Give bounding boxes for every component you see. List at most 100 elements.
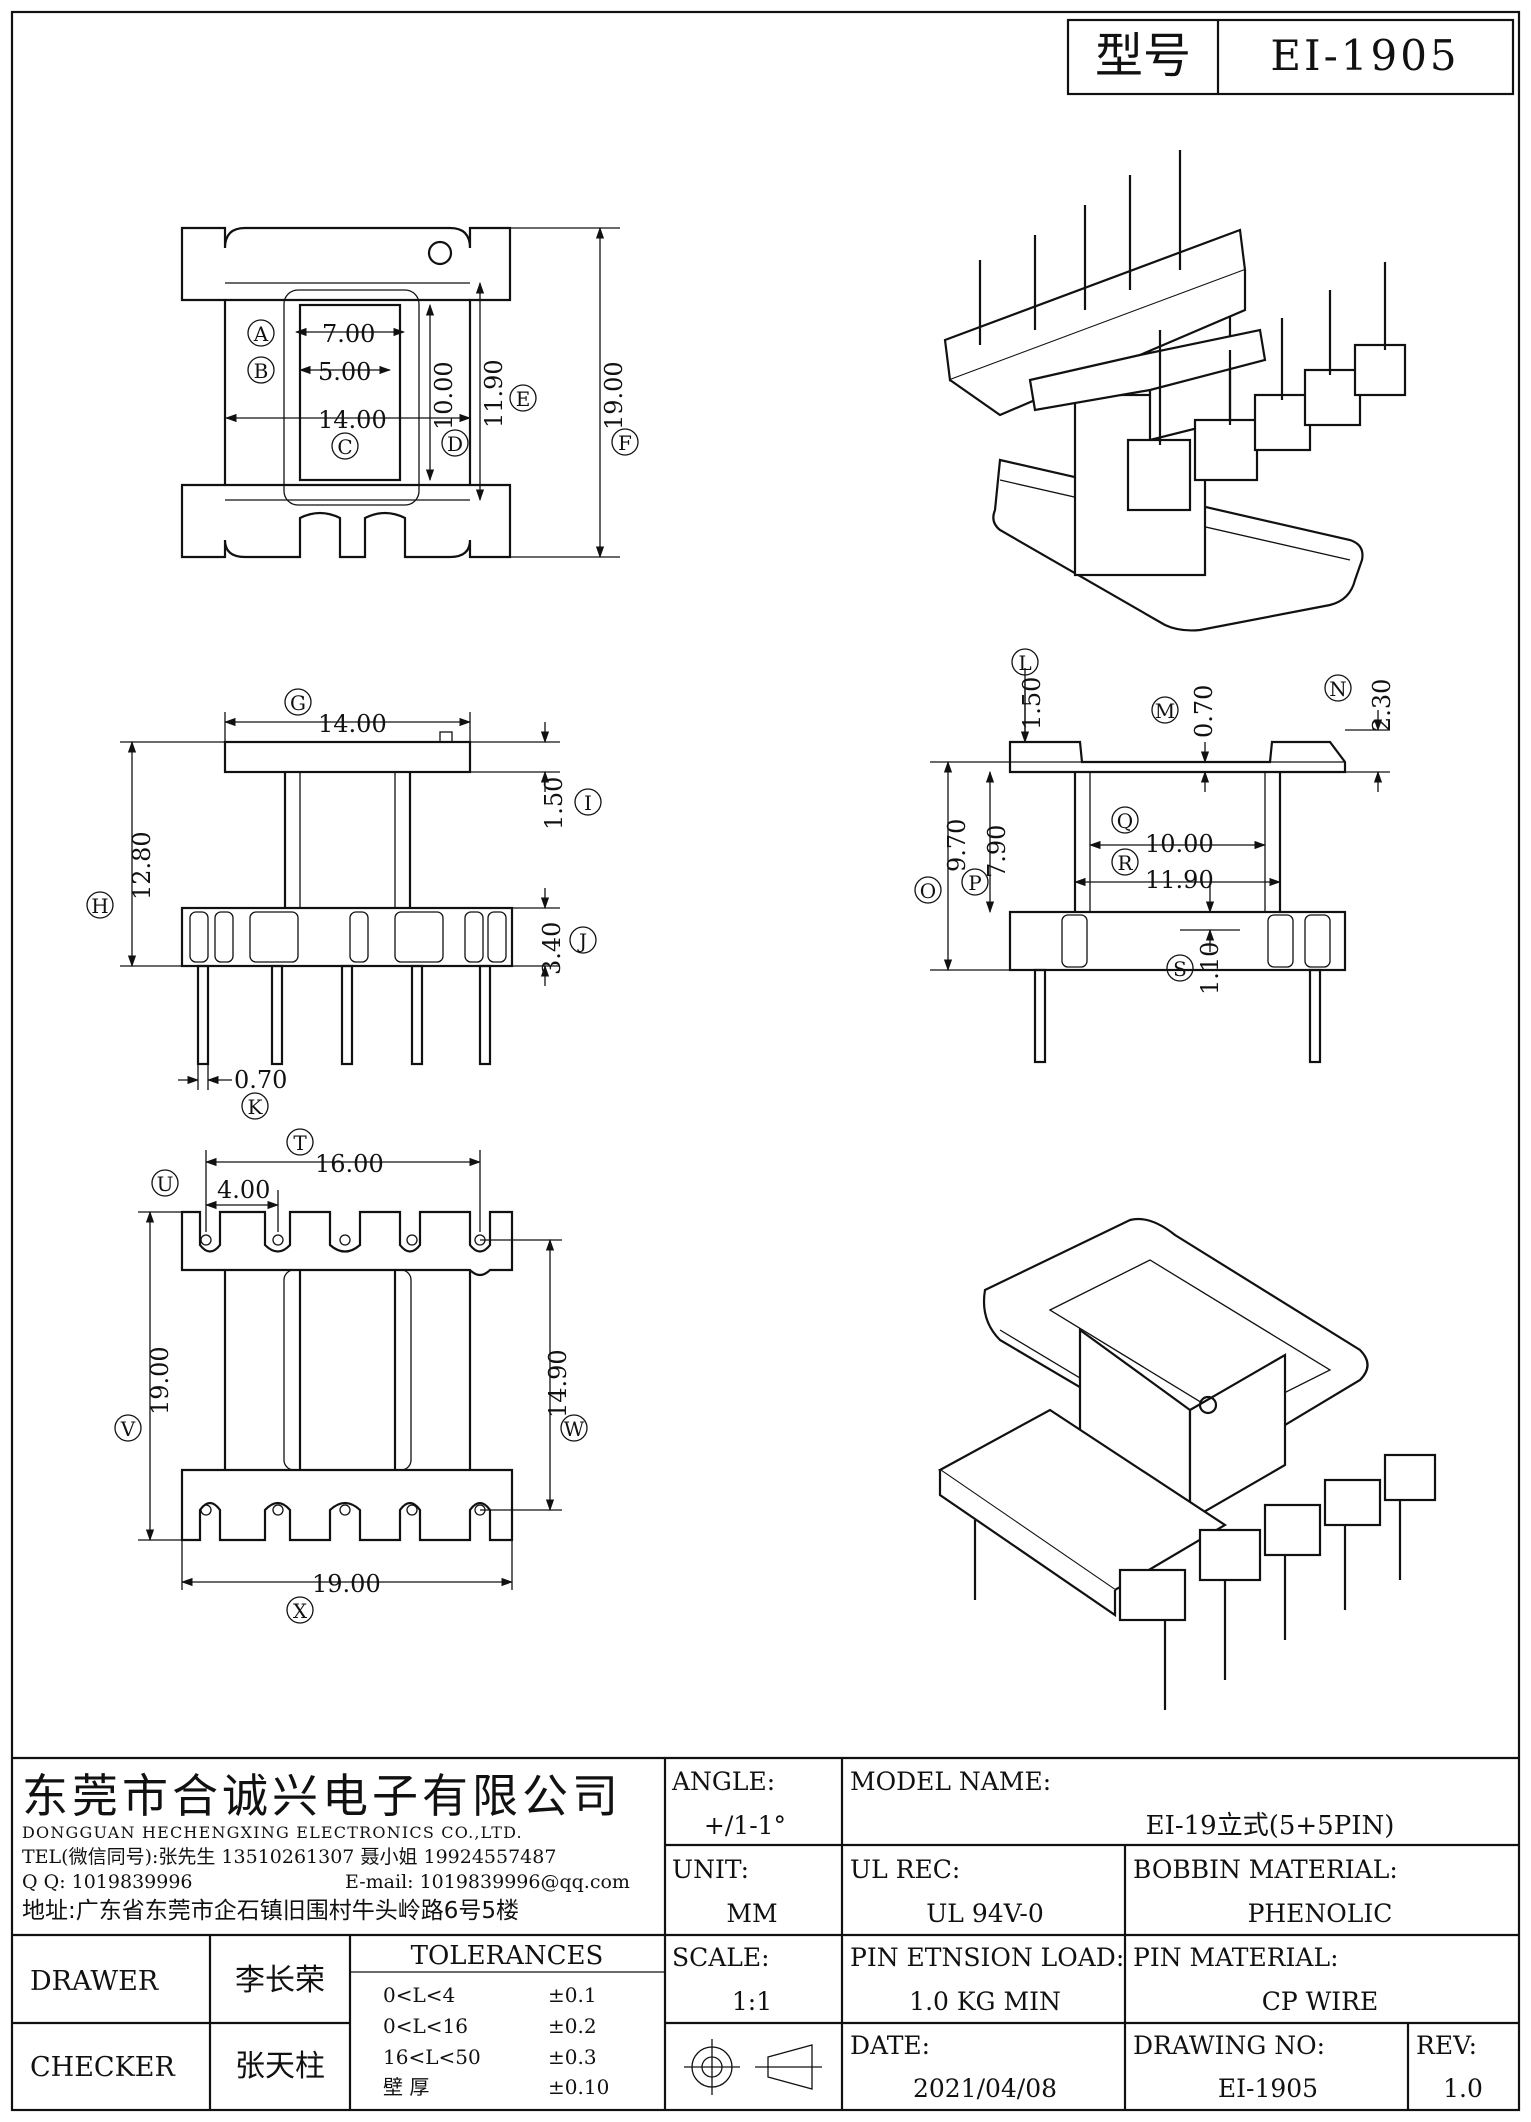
tol-range-1: 0<L<4 bbox=[383, 1983, 455, 2007]
company-name-cn: 东莞市合诚兴电子有限公司 bbox=[22, 1769, 622, 1823]
drawer-label: DRAWER bbox=[30, 1966, 159, 1997]
ref-j: J bbox=[577, 929, 587, 953]
unit-value: MM bbox=[726, 1899, 777, 1928]
tol-range-4: 壁 厚 bbox=[383, 2075, 429, 2099]
ref-c: C bbox=[337, 435, 352, 459]
ref-g: G bbox=[290, 691, 306, 715]
ref-q: Q bbox=[1117, 809, 1133, 833]
dim-u-value: 4.00 bbox=[217, 1176, 270, 1204]
top-view: 7.00 5.00 14.00 10.00 11.90 19.00 A B C … bbox=[180, 226, 639, 559]
front-view: 14.00 G 12.80 H 1.50 I 3.40 J 0.70 K bbox=[86, 688, 602, 1120]
ref-n: N bbox=[1329, 677, 1347, 701]
iso-view-pins-up bbox=[943, 150, 1407, 632]
tol-value-1: ±0.1 bbox=[548, 1983, 597, 2007]
dim-v-value: 19.00 bbox=[146, 1346, 174, 1415]
pin-material-label: PIN MATERIAL: bbox=[1133, 1943, 1339, 1972]
tol-range-3: 16<L<50 bbox=[383, 2045, 481, 2069]
dim-e-value: 11.90 bbox=[480, 359, 508, 428]
company-address: 地址:广东省东莞市企石镇旧围村牛头岭路6号5楼 bbox=[22, 1898, 519, 1924]
ref-t: T bbox=[293, 1131, 307, 1155]
model-value: EI-1905 bbox=[1270, 31, 1459, 80]
dim-a-value: 7.00 bbox=[322, 320, 375, 348]
dim-n-value: 2.30 bbox=[1368, 679, 1396, 732]
model-box: 型号 EI-1905 bbox=[1066, 18, 1515, 96]
ref-p: P bbox=[968, 871, 981, 895]
dim-g-value: 14.00 bbox=[318, 710, 387, 738]
dim-f-value: 19.00 bbox=[600, 361, 628, 430]
side-view: 1.50 L 0.70 M 2.30 N 9.70 O 7.90 P 10.00… bbox=[914, 648, 1396, 1064]
dim-x-value: 19.00 bbox=[312, 1570, 381, 1598]
scale-value: 1:1 bbox=[732, 1987, 772, 2016]
angle-value: +/1-1° bbox=[704, 1811, 786, 1840]
ref-d: D bbox=[447, 432, 463, 456]
ref-m: M bbox=[1155, 699, 1175, 723]
ref-w: W bbox=[564, 1417, 585, 1441]
projection-symbol-icon bbox=[684, 2039, 822, 2095]
model-name-value: EI-19立式(5+5PIN) bbox=[1146, 1811, 1395, 1841]
dim-o-value: 9.70 bbox=[943, 819, 971, 872]
ref-k: K bbox=[248, 1095, 264, 1119]
rev-label: REV: bbox=[1416, 2031, 1477, 2060]
scale-label: SCALE: bbox=[672, 1943, 770, 1972]
tol-value-2: ±0.2 bbox=[548, 2014, 597, 2038]
ul-rec-label: UL REC: bbox=[850, 1855, 960, 1884]
unit-label: UNIT: bbox=[672, 1855, 749, 1884]
ref-h: H bbox=[91, 894, 108, 918]
ref-e: E bbox=[516, 387, 531, 411]
ref-i: I bbox=[584, 791, 592, 815]
ref-o: O bbox=[920, 879, 936, 903]
ref-r: R bbox=[1117, 851, 1133, 875]
outer-frame bbox=[10, 10, 1521, 2112]
ref-l: L bbox=[1018, 651, 1031, 675]
iso-view-flange-up bbox=[937, 1217, 1437, 1710]
dim-q-value: 10.00 bbox=[1145, 830, 1214, 858]
checker-value: 张天柱 bbox=[235, 2049, 325, 2084]
dim-c-value: 14.00 bbox=[318, 406, 387, 434]
rev-value: 1.0 bbox=[1443, 2074, 1483, 2103]
ref-u: U bbox=[157, 1172, 174, 1196]
company-tel: TEL(微信同号):张先生 13510261307 聂小姐 1992455748… bbox=[22, 1846, 556, 1868]
ul-rec-value: UL 94V-0 bbox=[926, 1899, 1044, 1928]
dim-p-value: 7.90 bbox=[983, 825, 1011, 878]
dim-i-value: 1.50 bbox=[540, 777, 568, 830]
drawer-value: 李长荣 bbox=[235, 1963, 325, 1998]
ref-v: V bbox=[120, 1417, 136, 1441]
drawing-no-value: EI-1905 bbox=[1218, 2074, 1318, 2103]
bobbin-material-label: BOBBIN MATERIAL: bbox=[1133, 1855, 1398, 1884]
company-qq: Q Q: 1019839996 bbox=[22, 1871, 193, 1893]
company-email: E-mail: 1019839996@qq.com bbox=[345, 1871, 630, 1893]
ref-b: B bbox=[254, 359, 269, 383]
company-name-en: DONGGUAN HECHENGXING ELECTRONICS CO.,LTD… bbox=[22, 1823, 523, 1842]
dim-t-value: 16.00 bbox=[315, 1150, 384, 1178]
dim-m-value: 0.70 bbox=[1190, 685, 1218, 738]
dim-w-value: 14.90 bbox=[544, 1349, 572, 1418]
tol-range-2: 0<L<16 bbox=[383, 2014, 468, 2038]
checker-label: CHECKER bbox=[30, 2052, 175, 2083]
title-block: 东莞市合诚兴电子有限公司 DONGGUAN HECHENGXING ELECTR… bbox=[12, 1756, 1519, 2110]
pin-load-label: PIN ETNSION LOAD: bbox=[850, 1943, 1124, 1972]
dim-j-value: 3.40 bbox=[538, 922, 566, 975]
bottom-view: 16.00 T 4.00 U 19.00 V 14.90 W 19.00 X bbox=[114, 1128, 588, 1624]
dim-b-value: 5.00 bbox=[318, 358, 371, 386]
tol-value-3: ±0.3 bbox=[548, 2045, 597, 2069]
date-label: DATE: bbox=[850, 2031, 930, 2060]
tol-value-4: ±0.10 bbox=[548, 2075, 609, 2099]
ref-s: S bbox=[1173, 957, 1187, 981]
pin-load-value: 1.0 KG MIN bbox=[909, 1987, 1061, 2016]
drawing-no-label: DRAWING NO: bbox=[1133, 2031, 1325, 2060]
dim-s-value: 1.10 bbox=[1196, 942, 1224, 995]
bobbin-material-value: PHENOLIC bbox=[1248, 1899, 1393, 1928]
dim-l-value: 1.50 bbox=[1018, 677, 1046, 730]
tolerances-label: TOLERANCES bbox=[411, 1941, 604, 1971]
angle-label: ANGLE: bbox=[671, 1767, 775, 1796]
pin-material-value: CP WIRE bbox=[1262, 1987, 1379, 2016]
dim-h-value: 12.80 bbox=[128, 831, 156, 900]
ref-a: A bbox=[253, 322, 269, 346]
date-value: 2021/04/08 bbox=[913, 2074, 1057, 2103]
dim-r-value: 11.90 bbox=[1145, 866, 1214, 894]
ref-x: X bbox=[293, 1599, 308, 1623]
dim-d-value: 10.00 bbox=[430, 361, 458, 430]
dim-k-value: 0.70 bbox=[234, 1066, 287, 1094]
ref-f: F bbox=[618, 431, 632, 455]
